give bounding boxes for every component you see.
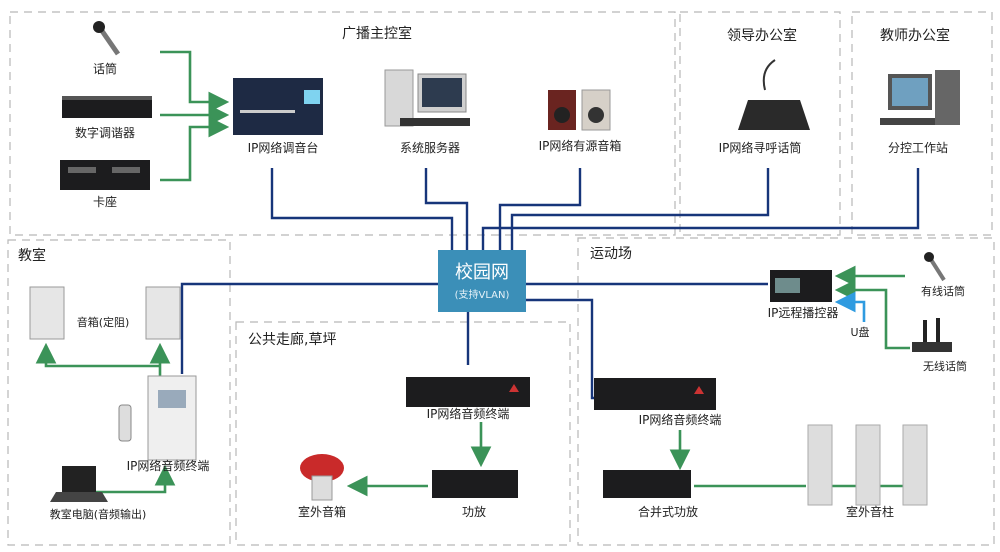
- label-classroom-pc: 教室电脑(音频输出): [50, 507, 147, 521]
- hub-title: 校园网: [455, 262, 509, 283]
- label-classroom-speaker: 音箱(定阻): [77, 315, 130, 329]
- remote-icon: [118, 404, 132, 442]
- zone-teacher-office: [851, 11, 993, 236]
- workstation-icon: [880, 70, 960, 125]
- zone-corridor: [235, 321, 571, 546]
- label-microphone: 话筒: [93, 61, 117, 76]
- zone-sports-field: [577, 237, 995, 546]
- campus-network-hub: [438, 250, 526, 312]
- hub-subtitle: (支持VLAN): [455, 288, 510, 301]
- label-classroom-terminal: IP网络音频终端: [127, 458, 210, 473]
- label-wired-mic: 有线话筒: [921, 284, 965, 298]
- label-outdoor-speaker: 室外音箱: [298, 504, 346, 519]
- classroom-speaker-icon: [29, 286, 181, 340]
- zone-label-leader-office: 领导办公室: [727, 27, 797, 44]
- label-workstation: 分控工作站: [888, 141, 948, 155]
- label-column-speaker: 室外音柱: [846, 504, 894, 519]
- zone-classroom: [7, 239, 231, 546]
- wireless-mic-icon: [912, 318, 952, 352]
- microphone-icon: [93, 21, 121, 56]
- corridor-terminal-icon: [406, 377, 530, 407]
- mixer-icon: [233, 78, 323, 135]
- cassette-icon: [60, 160, 150, 190]
- zone-control-room: [9, 11, 676, 236]
- server-icon: [384, 69, 470, 127]
- corridor-amp-icon: [432, 470, 518, 498]
- label-active-speaker: IP网络有源音箱: [539, 138, 622, 153]
- zone-label-classroom: 教室: [18, 247, 46, 264]
- active-speaker-icon: [548, 89, 611, 131]
- column-speaker-icon: [807, 424, 928, 506]
- signal-arrows: [35, 50, 910, 497]
- label-cassette: 卡座: [93, 194, 117, 209]
- label-usb-disk: U盘: [850, 325, 869, 339]
- label-sports-terminal: IP网络音频终端: [639, 412, 722, 427]
- remote-controller-icon: [770, 270, 832, 302]
- zone-label-teacher-office: 教师办公室: [880, 27, 950, 44]
- label-digital-tuner: 数字调谐器: [75, 125, 135, 140]
- label-server: 系统服务器: [400, 140, 460, 155]
- label-combined-amp: 合并式功放: [638, 504, 698, 519]
- outdoor-speaker-icon: [300, 454, 344, 501]
- wired-mic-icon: [924, 252, 946, 282]
- zone-leader-office: [679, 11, 841, 236]
- label-corridor-amp: 功放: [462, 504, 486, 519]
- laptop-icon: [50, 466, 108, 502]
- label-ip-mixer: IP网络调音台: [248, 140, 319, 155]
- paging-mic-icon: [738, 59, 810, 130]
- classroom-terminal-icon: [147, 375, 197, 461]
- label-remote-controller: IP远程播控器: [768, 305, 839, 320]
- label-corridor-terminal: IP网络音频终端: [427, 406, 510, 421]
- label-paging-mic: IP网络寻呼话筒: [719, 140, 802, 155]
- sports-terminal-icon: [594, 378, 716, 410]
- combined-amp-icon: [603, 470, 691, 498]
- label-wireless-mic: 无线话筒: [923, 359, 967, 373]
- tuner-icon: [62, 96, 152, 118]
- zone-label-corridor: 公共走廊,草坪: [248, 331, 336, 348]
- zone-label-control-room: 广播主控室: [342, 25, 412, 42]
- zone-label-sports-field: 运动场: [590, 246, 632, 262]
